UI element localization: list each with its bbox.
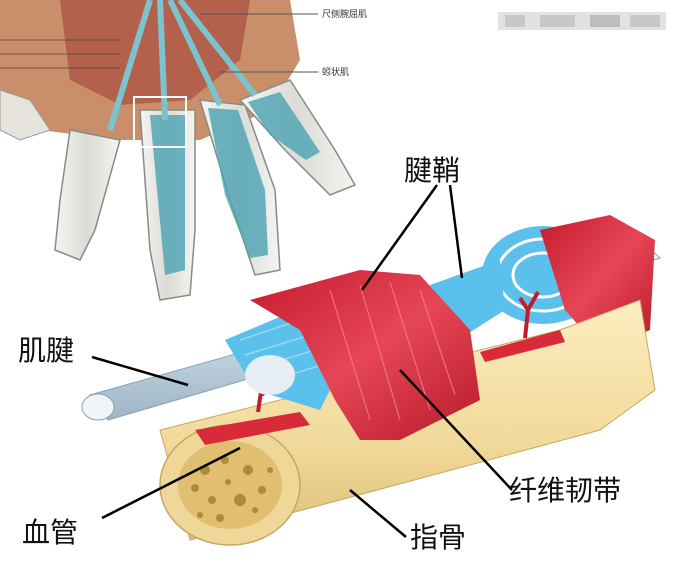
index-finger xyxy=(54,129,121,261)
zoom-box xyxy=(133,96,187,148)
label-blood-vessel: 血管 xyxy=(22,516,78,549)
inset-label-side: 蚓状肌 xyxy=(322,66,349,78)
middle-finger-sheath xyxy=(150,115,185,275)
watermark xyxy=(498,12,666,30)
little-finger-sheath xyxy=(248,92,320,160)
ring-finger-sheath xyxy=(208,108,268,258)
label-tendon-sheath: 腱鞘 xyxy=(404,154,460,187)
hand-illustration: 尺侧腕屈肌 蚓状肌 xyxy=(0,0,367,301)
bone-marrow xyxy=(178,441,282,529)
label-phalanx: 指骨 xyxy=(410,521,466,554)
thumb xyxy=(0,89,51,141)
inset-label-top: 尺侧腕屈肌 xyxy=(322,8,367,20)
leader-lines xyxy=(91,184,513,538)
tendon-cross-section xyxy=(245,355,295,395)
front-sheath xyxy=(225,270,480,440)
label-fibrous-band: 纤维韧带 xyxy=(509,474,621,507)
label-tendon: 肌腱 xyxy=(18,334,74,367)
